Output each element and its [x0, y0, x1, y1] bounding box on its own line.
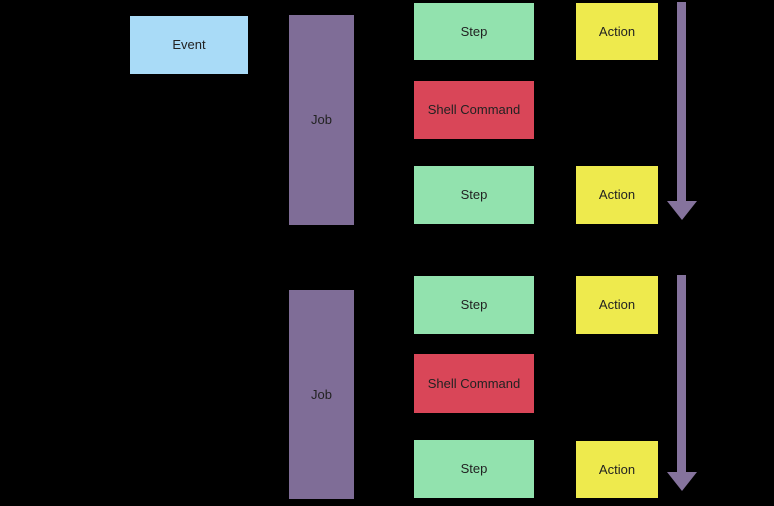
- job-node-1: Job: [289, 15, 354, 225]
- event-node: Event: [130, 16, 248, 74]
- arrow-shaft: [677, 2, 686, 201]
- action-node: Action: [576, 166, 658, 224]
- arrow-shaft: [677, 275, 686, 472]
- job-node-2: Job: [289, 290, 354, 499]
- shell-command-node: Shell Command: [414, 354, 534, 413]
- step-node: Step: [414, 166, 534, 224]
- arrow-head: [667, 472, 697, 491]
- step-node: Step: [414, 3, 534, 60]
- action-node: Action: [576, 441, 658, 498]
- step-node: Step: [414, 440, 534, 498]
- shell-command-node: Shell Command: [414, 81, 534, 139]
- action-node: Action: [576, 276, 658, 334]
- action-node: Action: [576, 3, 658, 60]
- arrow-head: [667, 201, 697, 220]
- step-node: Step: [414, 276, 534, 334]
